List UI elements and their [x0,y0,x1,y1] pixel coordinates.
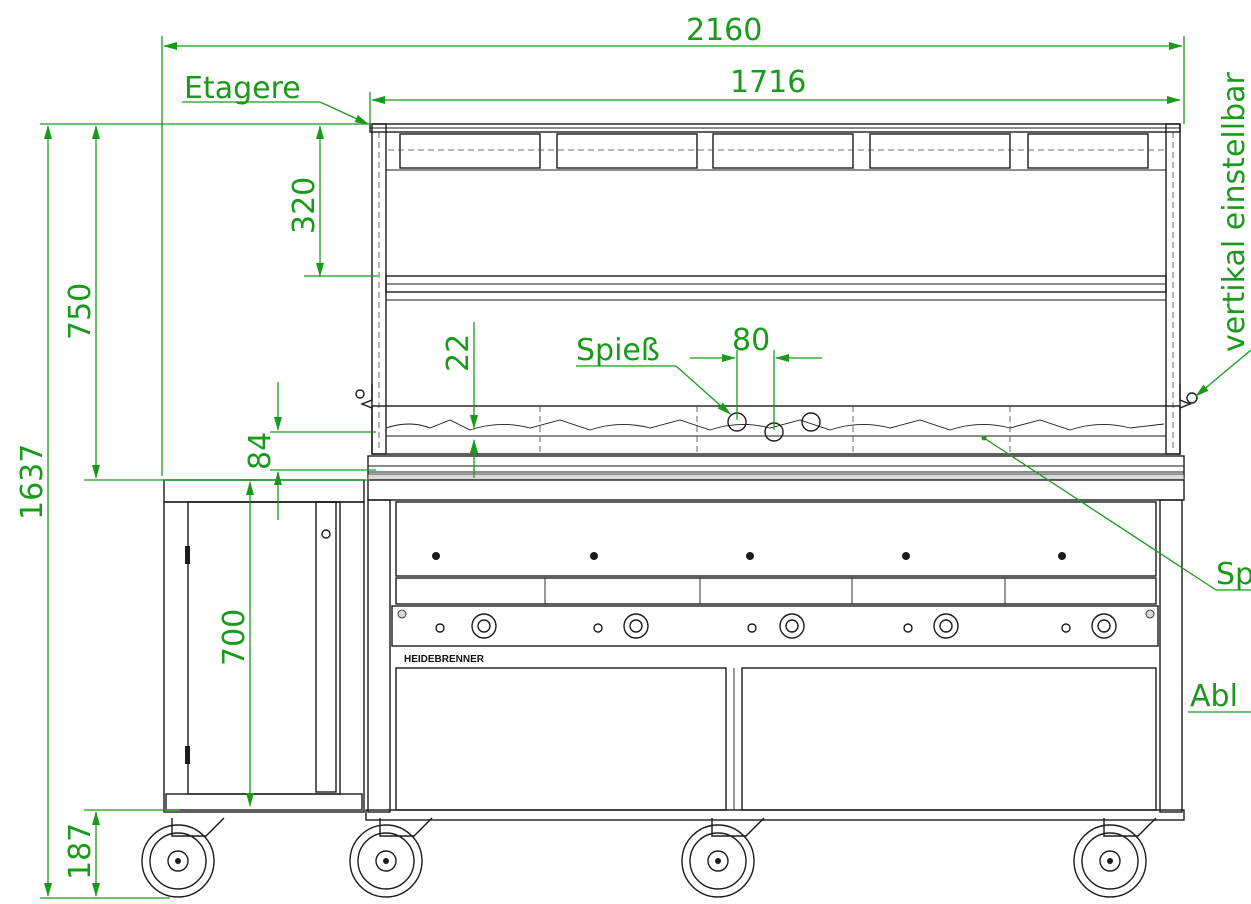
dim-total-height: 1637 [15,444,50,520]
label-sp-partial: Sp [1216,557,1251,592]
dim-grid-offset: 84 [243,432,278,470]
dim-caster-height: 187 [63,823,98,880]
main-body: HEIDEBRENNER [365,479,1185,821]
casters [141,817,1157,898]
dim-upper-height: 750 [63,283,98,340]
dim-spit-height: 22 [441,334,476,372]
etagere-frame [355,123,1198,455]
caster-1 [141,817,225,898]
label-abl-partial: Abl [1190,679,1238,714]
dim-overall-width: 2160 [686,13,762,48]
dim-etagere-height: 320 [287,177,322,234]
dim-spit-spacing: 80 [732,323,770,358]
dim-cabinet-height: 700 [217,609,252,666]
caster-2 [349,817,433,898]
caster-3 [681,817,765,898]
label-vertikal: vertikal einstellbar [1217,72,1251,352]
dim-top-width: 1716 [730,65,806,100]
grill-box [367,405,1185,481]
brand-label: HEIDEBRENNER [404,654,485,665]
caster-4 [1073,817,1157,898]
side-cabinet [163,479,365,813]
label-spiess: Spieß [576,333,660,368]
dimension-lines: 2160 1716 Etagere 320 750 1637 187 84 [15,13,1251,899]
label-etagere: Etagere [184,71,301,106]
grill-machine: HEIDEBRENNER [141,123,1198,898]
